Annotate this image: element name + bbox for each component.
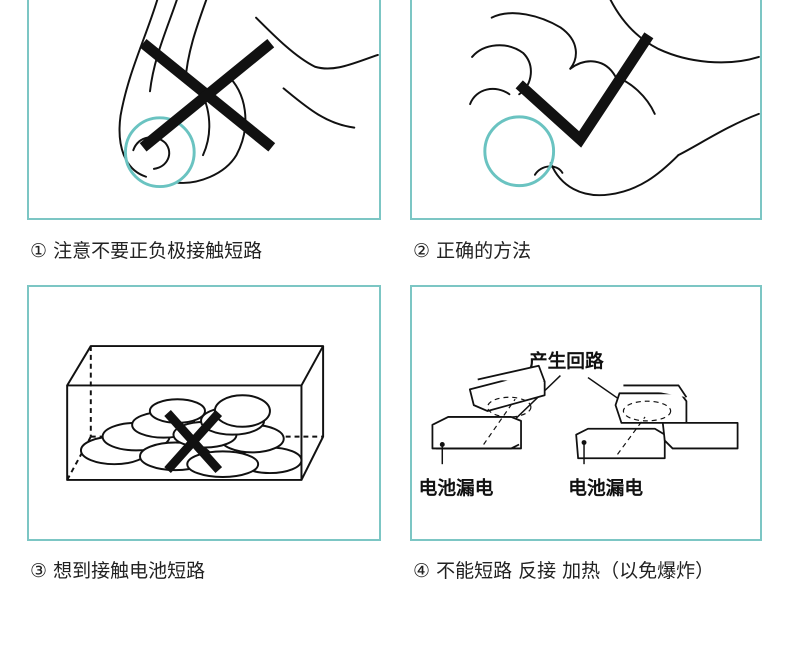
- coin-battery-icon: [123, 116, 196, 189]
- caption-short-circuit: ④ 不能短路 反接 加热（以免爆炸）: [413, 560, 715, 582]
- caption-batteries-in-box: ③ 想到接触电池短路: [30, 560, 206, 582]
- stacked-batteries-leak-diagram: 产生回路 电池漏电 电池漏电: [419, 351, 739, 500]
- label-battery-leak-right: 电池漏电: [568, 478, 643, 500]
- panel-short-circuit: 产生回路 电池漏电 电池漏电: [410, 285, 762, 541]
- panel-wrong-grip: [27, 0, 381, 220]
- terminal-dot-icon: [581, 440, 587, 445]
- panel-correct-grip: [410, 0, 762, 220]
- cross-mark-icon: [139, 38, 276, 152]
- panel-batteries-in-box: [27, 285, 381, 541]
- label-short-circuit: 产生回路: [529, 351, 604, 373]
- label-battery-leak-left: 电池漏电: [419, 478, 494, 500]
- batteries-in-box-illustration: [66, 345, 325, 481]
- check-mark-icon: [515, 32, 654, 148]
- hand-pinching-battery-illustration: [118, 0, 379, 189]
- cross-mark-icon: [164, 410, 223, 474]
- terminal-dot-icon: [439, 442, 445, 447]
- caption-wrong-grip: ① 注意不要正负极接触短路: [30, 240, 263, 262]
- caption-correct-grip: ② 正确的方法: [413, 240, 532, 262]
- hand-holding-battery-edges-illustration: [469, 0, 760, 197]
- coin-battery-icon: [483, 115, 556, 188]
